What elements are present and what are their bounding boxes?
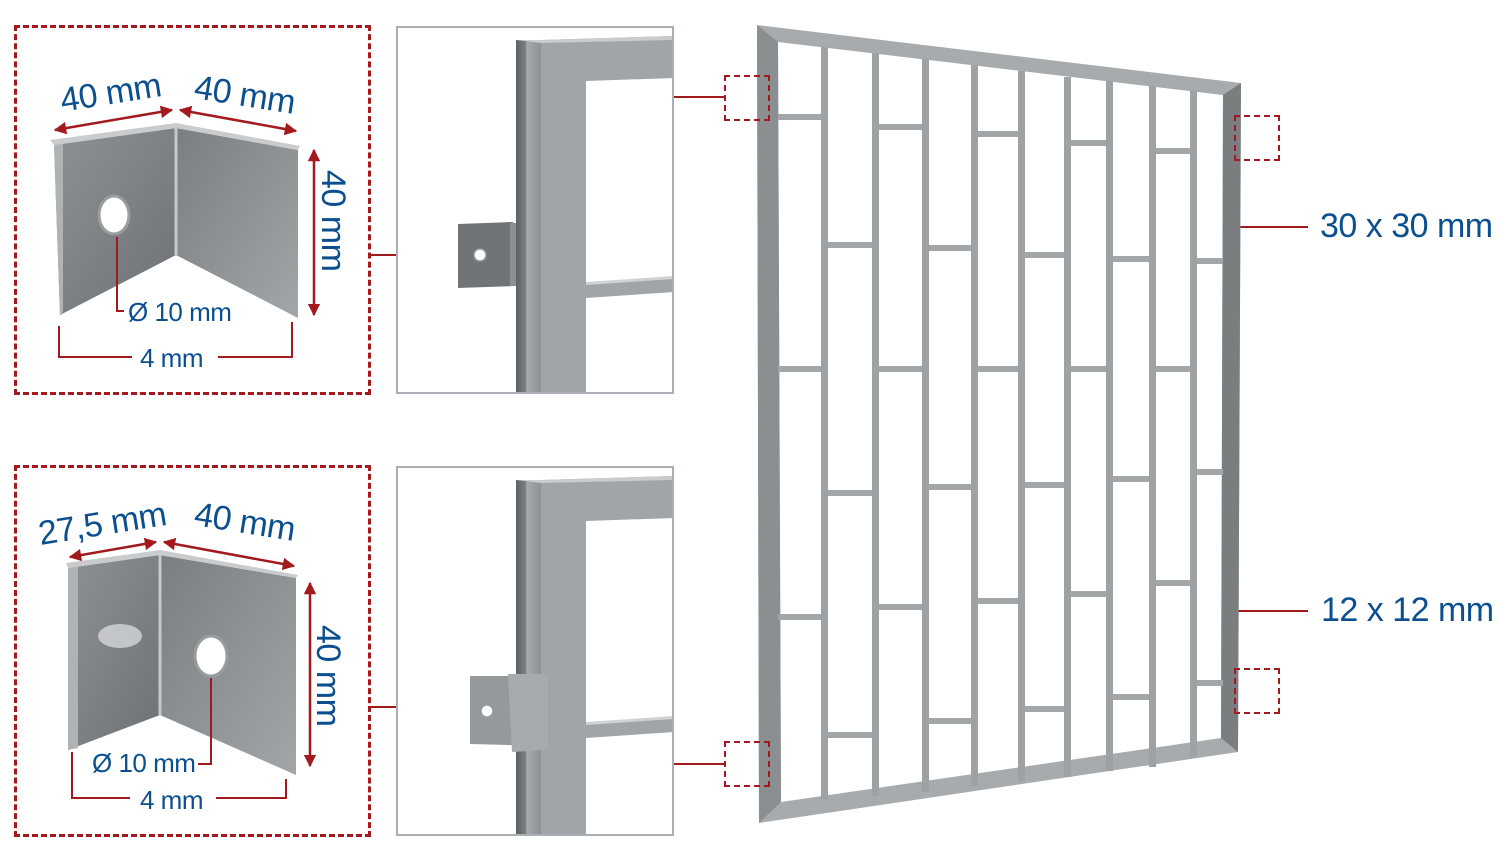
frame-profile-label: 30 x 30 mm <box>1320 207 1493 245</box>
bracket-top-callout-box <box>14 25 371 395</box>
grille-bottom-right-mount-marker <box>1234 668 1280 714</box>
detail-panel-bottom <box>396 466 674 836</box>
bar-profile-label: 12 x 12 mm <box>1321 591 1494 629</box>
bracket-bottom-callout-box <box>14 465 371 837</box>
detail-panel-top <box>396 26 674 394</box>
bracket-bottom-thickness-label: 4 mm <box>140 785 204 815</box>
bracket-bottom-hole-label: Ø 10 mm <box>92 748 196 778</box>
grille-top-left-mount-marker <box>724 75 770 121</box>
bracket-bottom-height-label: 40 mm <box>309 625 347 727</box>
bracket-top-height-label: 40 mm <box>314 170 352 272</box>
grille-bottom-left-mount-marker <box>724 741 770 787</box>
bracket-top-thickness-label: 4 mm <box>140 343 204 373</box>
bracket-top-hole-label: Ø 10 mm <box>128 297 232 327</box>
grille-top-right-mount-marker <box>1234 115 1280 161</box>
